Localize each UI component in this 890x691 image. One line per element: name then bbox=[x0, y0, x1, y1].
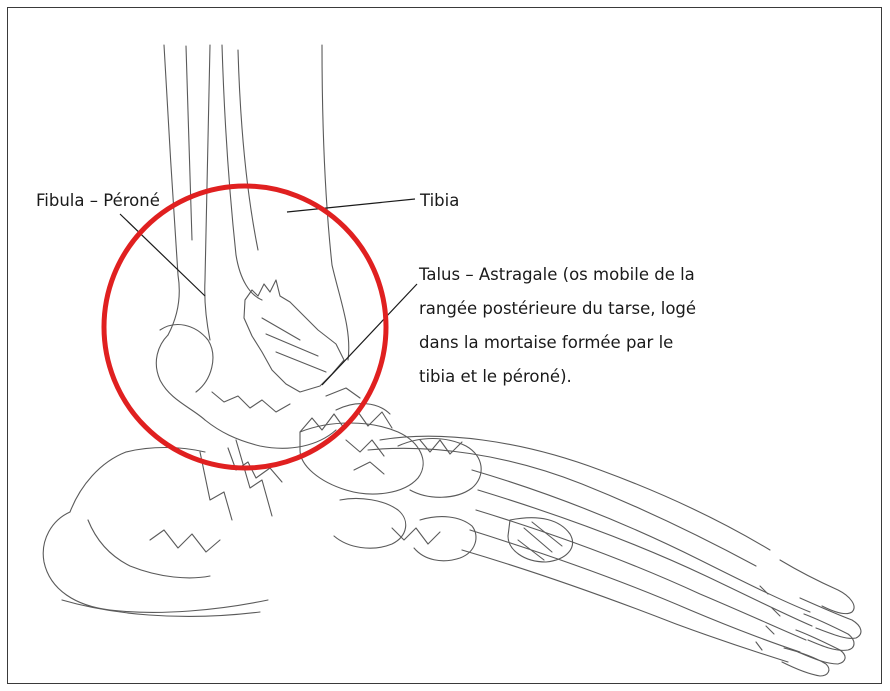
toe-bones bbox=[756, 560, 861, 676]
fibula-label: Fibula – Péroné bbox=[36, 184, 160, 218]
talus-label: Talus – Astragale (os mobile de la rangé… bbox=[419, 258, 759, 394]
calcaneus-bone bbox=[43, 448, 268, 617]
ligament-hatching bbox=[150, 388, 573, 562]
talus-label-line: tibia et le péroné). bbox=[419, 360, 759, 394]
fibula-leader-line bbox=[120, 214, 205, 296]
talus-label-line: Talus – Astragale (os mobile de la bbox=[419, 258, 759, 292]
talus-label-line: rangée postérieure du tarse, logé bbox=[419, 292, 759, 326]
tarsal-bones bbox=[300, 412, 481, 561]
tibia-label: Tibia bbox=[420, 184, 459, 218]
talus-leader-line bbox=[322, 284, 417, 385]
leader-lines bbox=[120, 199, 417, 385]
talus-label-line: dans la mortaise formée par le bbox=[419, 326, 759, 360]
highlight-circle bbox=[104, 186, 386, 468]
metatarsal-bones bbox=[368, 436, 812, 662]
tibia-bone bbox=[222, 45, 349, 360]
